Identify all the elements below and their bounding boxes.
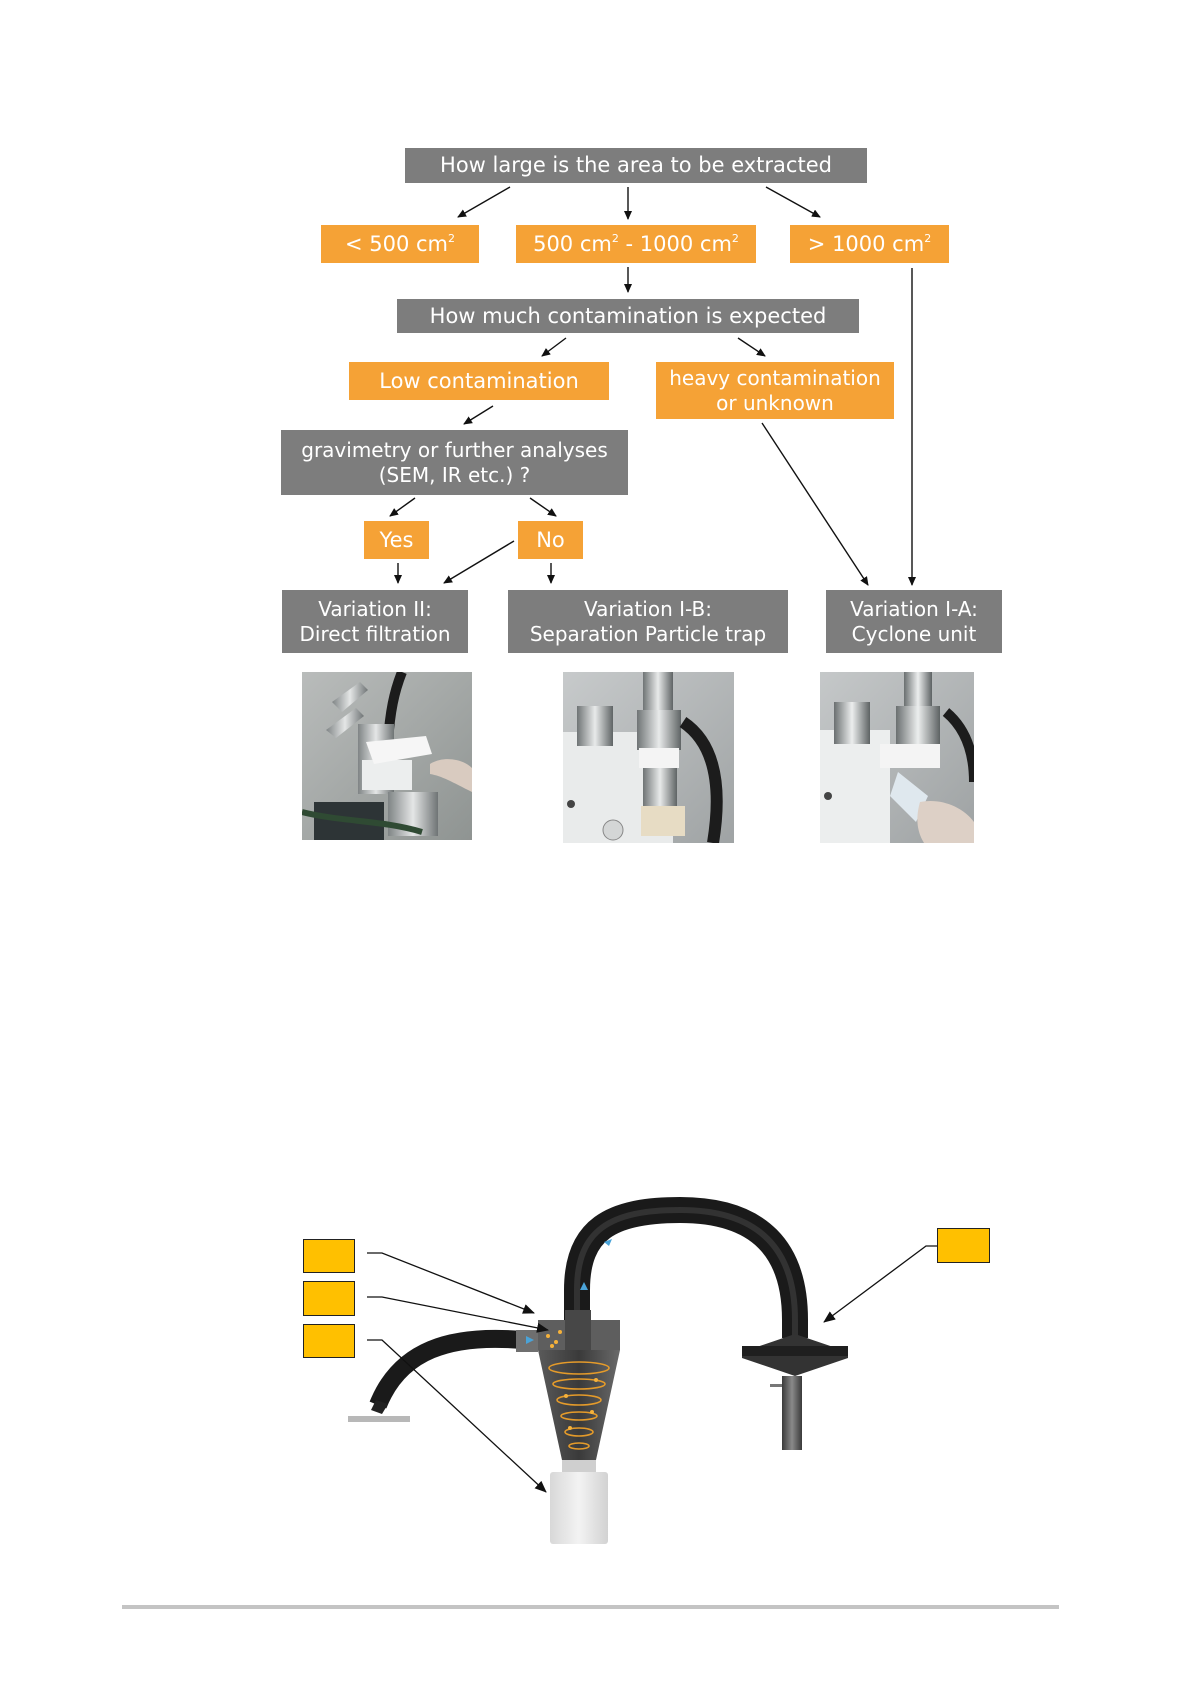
question-analysis-line2: (SEM, IR etc.) ? [378, 462, 531, 487]
leader-line-4 [823, 1245, 937, 1323]
low-contamination-box: Low contamination [349, 362, 609, 400]
label-box-4 [937, 1228, 990, 1263]
arrow-no-to-v2 [443, 540, 515, 584]
arrow-heavy [737, 337, 766, 357]
question-analysis-line1: gravimetry or further analyses [301, 437, 608, 462]
variation-1b-title: Variation I-B: [584, 596, 712, 621]
arrow-area-large [765, 186, 821, 218]
arrow-yes [389, 497, 416, 517]
collection-bottle [550, 1472, 608, 1544]
question-contamination: How much contamination is expected [397, 299, 859, 333]
direct-filtration-photo [302, 672, 472, 840]
label-box-3 [303, 1324, 355, 1358]
yes-text: Yes [379, 527, 414, 552]
arrow-low-to-analysis [463, 405, 494, 425]
footer-rule [122, 1605, 1059, 1609]
area-small-box: < 500 cm2 [321, 225, 479, 263]
leader-line-3 [367, 1339, 547, 1493]
variation-1a-title: Variation I-A: [850, 596, 978, 621]
arrow-heavy-to-v1a [761, 422, 869, 586]
label-box-2 [303, 1281, 355, 1316]
sample-surface [348, 1416, 410, 1422]
cyclone-unit-photo [820, 672, 974, 843]
vacuum-pipe [782, 1376, 802, 1450]
arrow-no [529, 497, 557, 517]
yes-box: Yes [364, 521, 429, 559]
no-text: No [536, 527, 565, 552]
area-medium-label: 500 cm2 - 1000 cm2 [533, 231, 739, 256]
leader-line-2 [367, 1296, 549, 1333]
label-box-1 [303, 1239, 355, 1273]
question-analysis: gravimetry or further analyses (SEM, IR … [281, 430, 628, 495]
particle-dots [546, 1330, 598, 1430]
variation-2-title: Variation II: [318, 596, 432, 621]
heavy-contamination-line1: heavy contamination [669, 365, 881, 390]
variation-1a-box: Variation I-A: Cyclone unit [826, 590, 1002, 653]
area-medium-box: 500 cm2 - 1000 cm2 [516, 225, 756, 263]
variation-1b-box: Variation I-B: Separation Particle trap [508, 590, 788, 653]
variation-2-subtitle: Direct filtration [299, 621, 451, 646]
variation-1a-subtitle: Cyclone unit [851, 621, 977, 646]
exhaust-hose [564, 1196, 808, 1338]
arrow-low [541, 337, 567, 357]
low-contamination-text: Low contamination [379, 368, 579, 393]
airflow-arrows [526, 1239, 612, 1344]
area-large-label: > 1000 cm2 [807, 231, 932, 256]
area-small-label: < 500 cm2 [344, 231, 456, 256]
heavy-contamination-line2: or unknown [716, 390, 834, 415]
variation-2-box: Variation II: Direct filtration [282, 590, 468, 653]
no-box: No [518, 521, 583, 559]
question-area-text: How large is the area to be extracted [440, 153, 832, 178]
arrow-area-small [457, 186, 511, 218]
heavy-contamination-box: heavy contamination or unknown [656, 362, 894, 419]
particle-spiral [548, 1361, 610, 1450]
leader-line-1 [367, 1252, 535, 1314]
area-large-box: > 1000 cm2 [790, 225, 949, 263]
variation-1b-subtitle: Separation Particle trap [529, 621, 767, 646]
question-area-size: How large is the area to be extracted [405, 148, 867, 183]
question-contamination-text: How much contamination is expected [429, 303, 827, 328]
intake-hose [369, 1329, 523, 1409]
particle-trap-photo [563, 672, 734, 843]
